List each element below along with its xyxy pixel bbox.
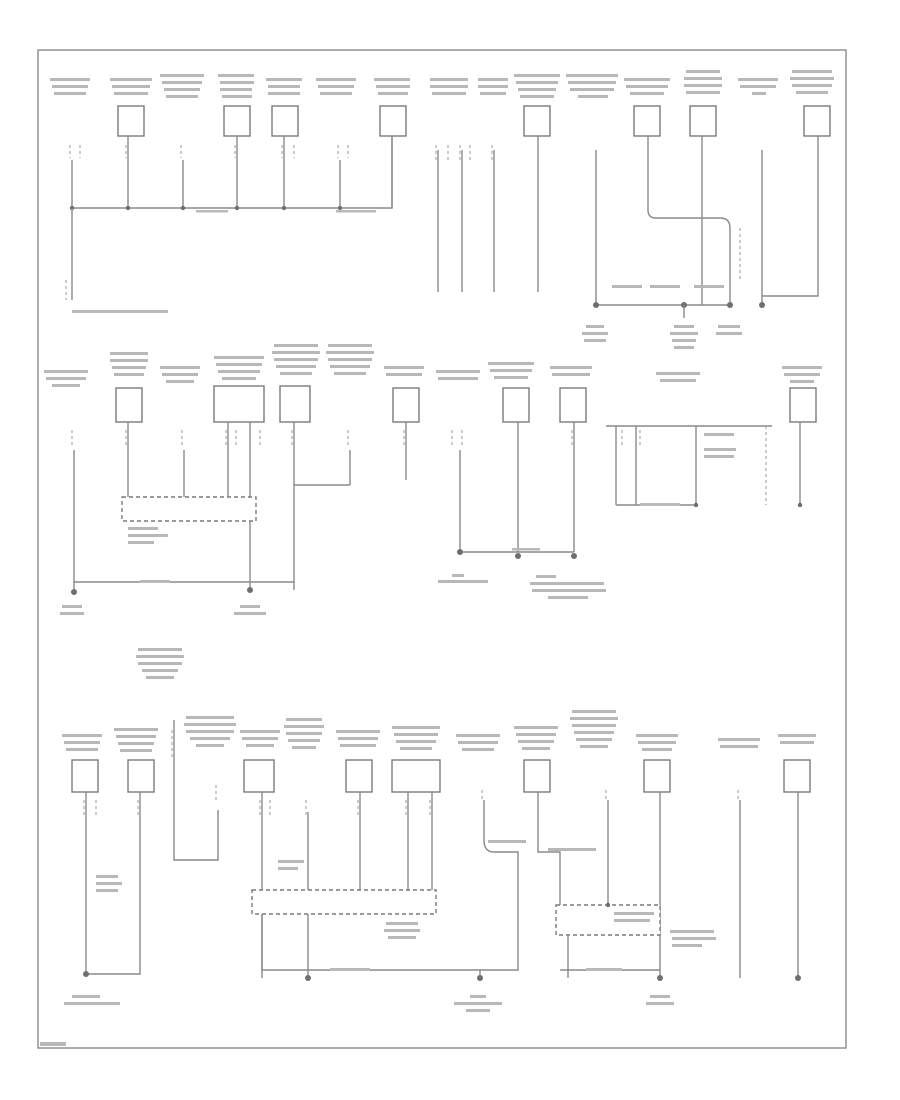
component-box [117,105,145,137]
component-box [559,387,587,423]
component-box [523,105,551,137]
component-box [213,385,265,423]
component-box [633,105,661,137]
diagram-border [37,49,847,1049]
component-box [127,759,155,793]
section-1 [50,70,834,349]
component-box [391,759,441,793]
component-labels-3 [62,710,816,752]
component-box [392,387,420,423]
component-box [789,387,817,423]
junction-block [121,496,257,522]
wire-drops-right-2 [595,136,819,305]
component-box [243,759,275,793]
component-labels [50,70,834,98]
component-box [523,759,551,793]
component-box [689,105,717,137]
page-reference [40,1042,66,1046]
component-labels-2 [44,344,822,387]
wire-drops [71,136,393,208]
component-box [502,387,530,423]
component-box [345,759,373,793]
wire-drops-right [437,136,539,292]
component-box [271,105,299,137]
ground-bus-1 [72,136,393,209]
component-box [783,759,811,793]
component-box [643,759,671,793]
component-box [803,105,831,137]
ground-bus-5 [261,914,481,978]
component-box [71,759,99,793]
pin-ticks [69,145,349,158]
component-box [379,105,407,137]
wire-drops-3 [85,720,219,975]
section-3 [62,710,816,1012]
section-2 [44,344,822,679]
component-box [115,387,143,423]
junction-block-2 [251,889,437,915]
component-box [223,105,251,137]
component-box [279,385,311,423]
ground-point-labels [582,285,742,349]
